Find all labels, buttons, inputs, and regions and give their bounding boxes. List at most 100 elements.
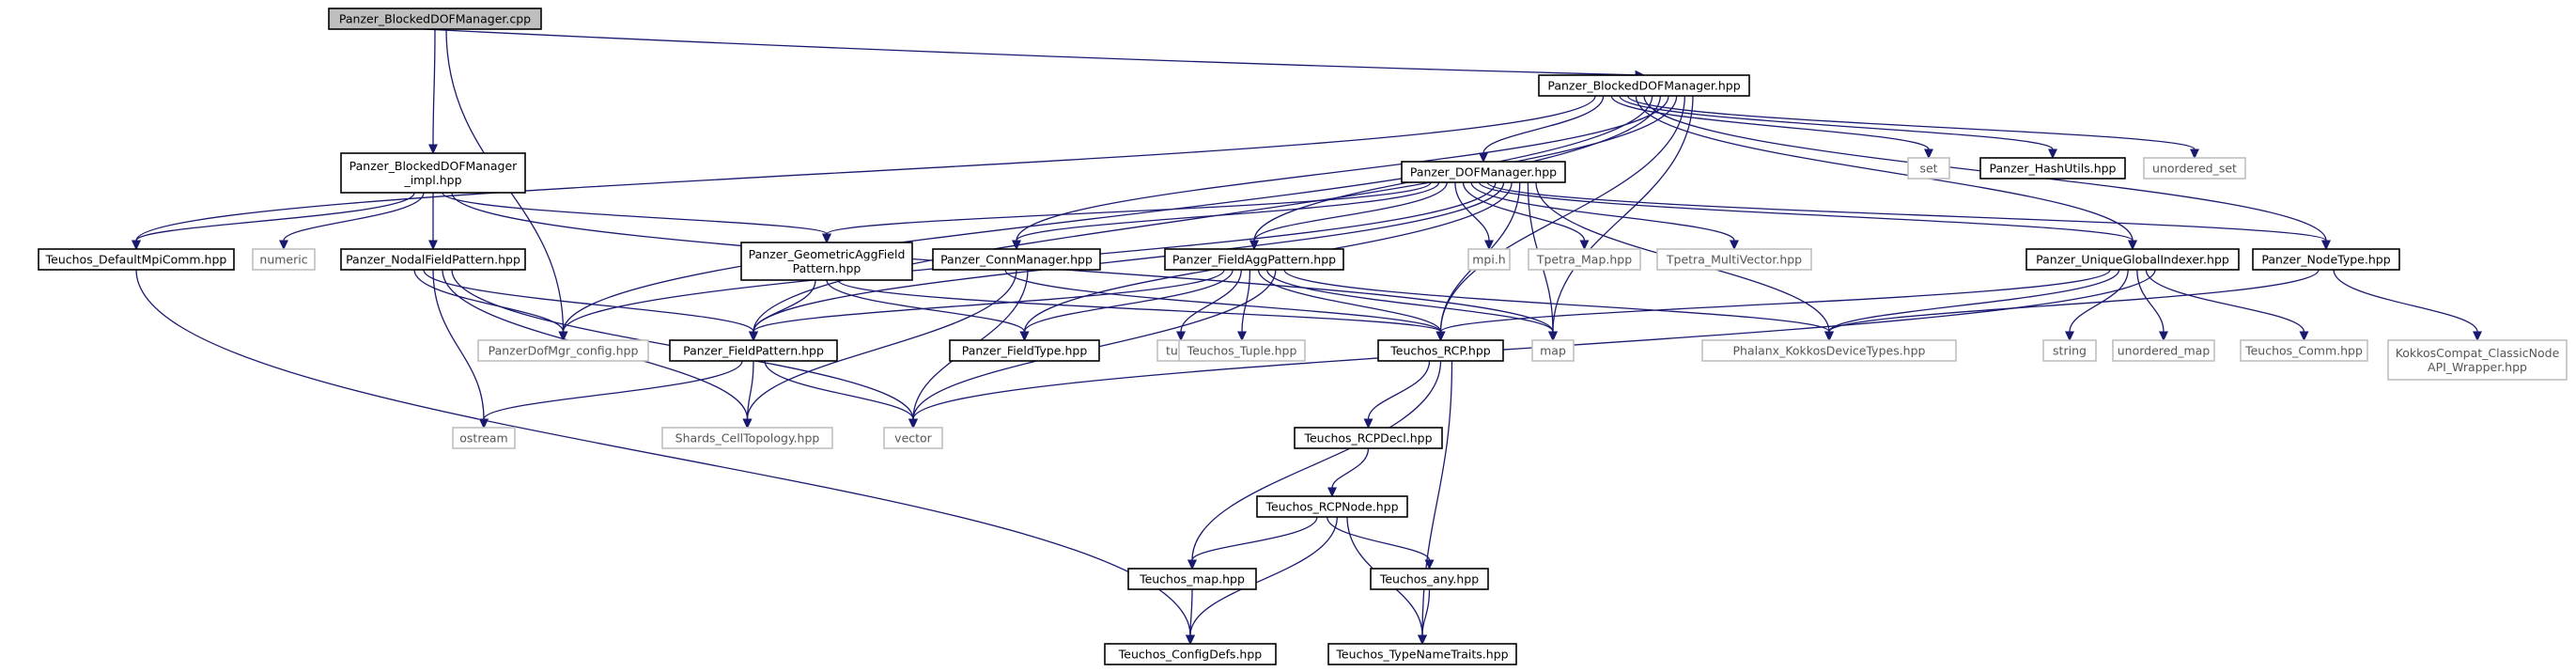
dependency-edge [1486,181,2331,251]
node-unordered-map: unordered_map [2112,339,2215,362]
node-box [1528,248,1641,271]
arrowhead [2159,331,2168,342]
node-box [661,427,833,449]
node-label: unordered_set [2152,162,2237,176]
node-label: map [1540,344,1566,358]
node-box [883,427,943,449]
edge-line [1016,181,1440,242]
dependency-edge [764,360,918,430]
dependency-edge [1327,447,1370,498]
arrowhead [1237,331,1247,342]
node-rcp-decl[interactable]: Teuchos_RCPDecl.hpp [1294,427,1443,449]
node-numeric: numeric [252,248,316,271]
edge-line [1828,269,2320,333]
node-box [340,248,526,271]
edge-line [1439,269,2111,333]
arrowhead [1435,331,1446,342]
node-field-pattern[interactable]: Panzer_FieldPattern.hpp [669,339,838,362]
node-dof-mgr[interactable]: Panzer_DOFManager.hpp [1401,161,1566,183]
edge-line [1257,269,1442,333]
node-hash-utils[interactable]: Panzer_HashUtils.hpp [1979,157,2126,180]
node-root[interactable]: Panzer_BlockedDOFManager.cpp [328,8,542,30]
node-label: Teuchos_TypeNameTraits.hpp [1335,648,1508,662]
dependency-edge [279,192,425,251]
node-box [1256,495,1408,518]
arrowhead [1249,240,1259,251]
arrowhead [428,144,438,155]
dependency-edge [135,269,1195,646]
node-shards: Shards_CellTopology.hpp [661,427,833,449]
dependency-edge [1462,181,1590,251]
arrowhead [2473,331,2482,342]
node-ugi[interactable]: Panzer_UniqueGlobalIndexer.hpp [2025,248,2240,271]
node-box [2252,248,2400,271]
edge-line [764,360,914,420]
node-bdm-hpp[interactable]: Panzer_BlockedDOFManager.hpp [1538,74,1750,97]
dependency-edge [1187,360,1442,570]
node-box [1656,248,1812,271]
edge-line [432,28,436,146]
dependency-edge [479,360,743,430]
node-label: Teuchos_RCP.hpp [1389,344,1491,358]
node-label: Panzer_DOFManager.hpp [1410,165,1557,180]
node-label: Teuchos_map.hpp [1139,572,1245,586]
node-box [1164,248,1344,271]
node-field-type[interactable]: Panzer_FieldType.hpp [949,339,1100,362]
edge-line [1635,95,2134,242]
arrowhead [2128,240,2137,251]
node-box [1907,157,1950,180]
node-rcp-node[interactable]: Teuchos_RCPNode.hpp [1256,495,1408,518]
node-label: API_Wrapper.hpp [2428,360,2527,374]
node-conn-mgr[interactable]: Panzer_ConnManager.hpp [932,248,1101,271]
node-tpetra-mv: Tpetra_MultiVector.hpp [1656,248,1812,271]
node-node-type[interactable]: Panzer_NodeType.hpp [2252,248,2400,271]
edge-line [483,360,743,420]
dependency-edge [1418,588,1431,646]
node-teuchos-tuple: Teuchos_Tuple.hpp [1178,339,1306,362]
node-default-mpi[interactable]: Teuchos_DefaultMpiComm.hpp [38,248,235,271]
node-label: mpi.h [1472,253,1505,267]
node-box [2240,339,2368,362]
node-box [340,152,526,194]
edge-line [1367,360,1431,420]
edge-line [753,95,1661,333]
node-type-name[interactable]: Teuchos_TypeNameTraits.hpp [1327,643,1517,665]
edge-line [1439,95,1685,333]
node-field-agg[interactable]: Panzer_FieldAggPattern.hpp [1164,248,1344,271]
arrowhead [1548,331,1558,342]
node-dof-config: PanzerDofMgr_config.hpp [477,339,649,362]
node-label: Phalanx_KokkosDeviceTypes.hpp [1733,344,1926,358]
node-config-defs[interactable]: Teuchos_ConfigDefs.hpp [1104,643,1277,665]
node-label: unordered_map [2118,344,2211,358]
node-label: Teuchos_ConfigDefs.hpp [1118,648,1262,662]
edge-line [413,269,565,333]
dependency-edge [749,279,816,342]
edge-line [1253,181,1448,242]
arrowhead [1579,240,1590,251]
dependency-edge [1435,269,2111,342]
node-label: Panzer_ConnManager.hpp [940,253,1093,267]
node-nodal-fp[interactable]: Panzer_NodalFieldPattern.hpp [340,248,526,271]
arrowhead [1484,240,1494,251]
node-box [328,8,542,30]
node-teuchos-map[interactable]: Teuchos_map.hpp [1127,568,1257,590]
dependency-edge [1327,516,1435,570]
dependency-edge [413,269,568,342]
node-box [949,339,1100,362]
node-box [1127,568,1257,590]
node-teuchos-any[interactable]: Teuchos_any.hpp [1370,568,1489,590]
edge-line [2333,269,2478,333]
dependency-edge [2145,269,2309,342]
arrowhead [908,418,918,430]
edge-line [746,360,754,420]
arrowhead [1327,487,1337,498]
node-bdm-impl[interactable]: Panzer_BlockedDOFManager_impl.hpp [340,152,526,194]
arrowhead [479,418,489,430]
node-tpetra-map: Tpetra_Map.hpp [1528,248,1641,271]
node-teuchos-rcp[interactable]: Teuchos_RCP.hpp [1377,339,1504,362]
edge-line [1421,360,1453,636]
node-box [2143,157,2246,180]
node-label: PanzerDofMgr_config.hpp [489,344,639,358]
